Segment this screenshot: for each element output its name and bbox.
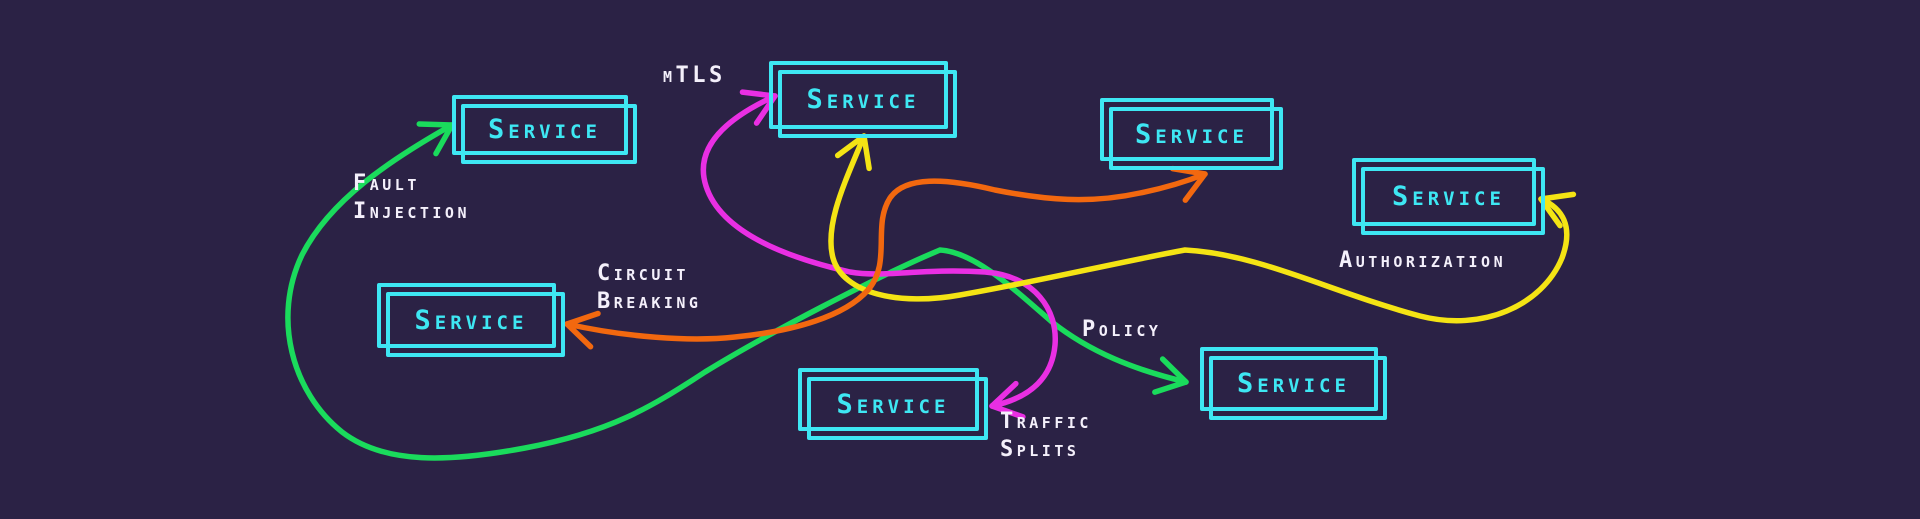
service-box-border <box>377 283 556 348</box>
service-box-label: Service <box>806 84 920 115</box>
service-box-border <box>1352 158 1536 226</box>
service-box-border <box>1200 347 1378 411</box>
service-box-label: Service <box>488 114 601 145</box>
service-box-border <box>1100 98 1274 161</box>
service-box-label: Service <box>836 388 950 420</box>
traffic-splits-label: Traffic Splits <box>1000 409 1092 462</box>
circuit-breaking-label: Circuit Breaking <box>597 261 702 314</box>
authorization-label: Authorization <box>1339 248 1507 273</box>
service-box-bottom-middle: Service <box>798 368 988 440</box>
edge-circuit-breaking <box>564 165 1208 350</box>
service-box-border-offset <box>807 377 988 440</box>
service-box-border-offset <box>1109 107 1283 170</box>
service-box-border <box>452 95 628 155</box>
service-box-label: Service <box>1392 181 1505 212</box>
service-box-border <box>769 61 948 129</box>
service-box-label: Service <box>1237 368 1350 399</box>
service-box-border-offset <box>1361 167 1545 235</box>
service-box-top-middle: Service <box>769 61 957 138</box>
service-box-mid-left: Service <box>377 283 565 357</box>
service-box-far-right: Service <box>1352 158 1545 235</box>
service-box-border-offset <box>461 104 637 164</box>
service-box-border <box>798 368 979 431</box>
service-box-label: Service <box>1135 118 1248 150</box>
service-box-top-right: Service <box>1100 98 1283 170</box>
service-box-bottom-right: Service <box>1200 347 1387 420</box>
fault-injection-label: Fault Injection <box>353 171 470 224</box>
service-box-top-left: Service <box>452 95 637 164</box>
service-box-border-offset <box>386 292 565 357</box>
mtls-label: mTLS <box>663 63 726 88</box>
policy-label: Policy <box>1082 317 1162 342</box>
service-box-border-offset <box>1209 356 1387 420</box>
service-box-label: Service <box>414 304 528 336</box>
service-box-border-offset <box>778 70 957 138</box>
